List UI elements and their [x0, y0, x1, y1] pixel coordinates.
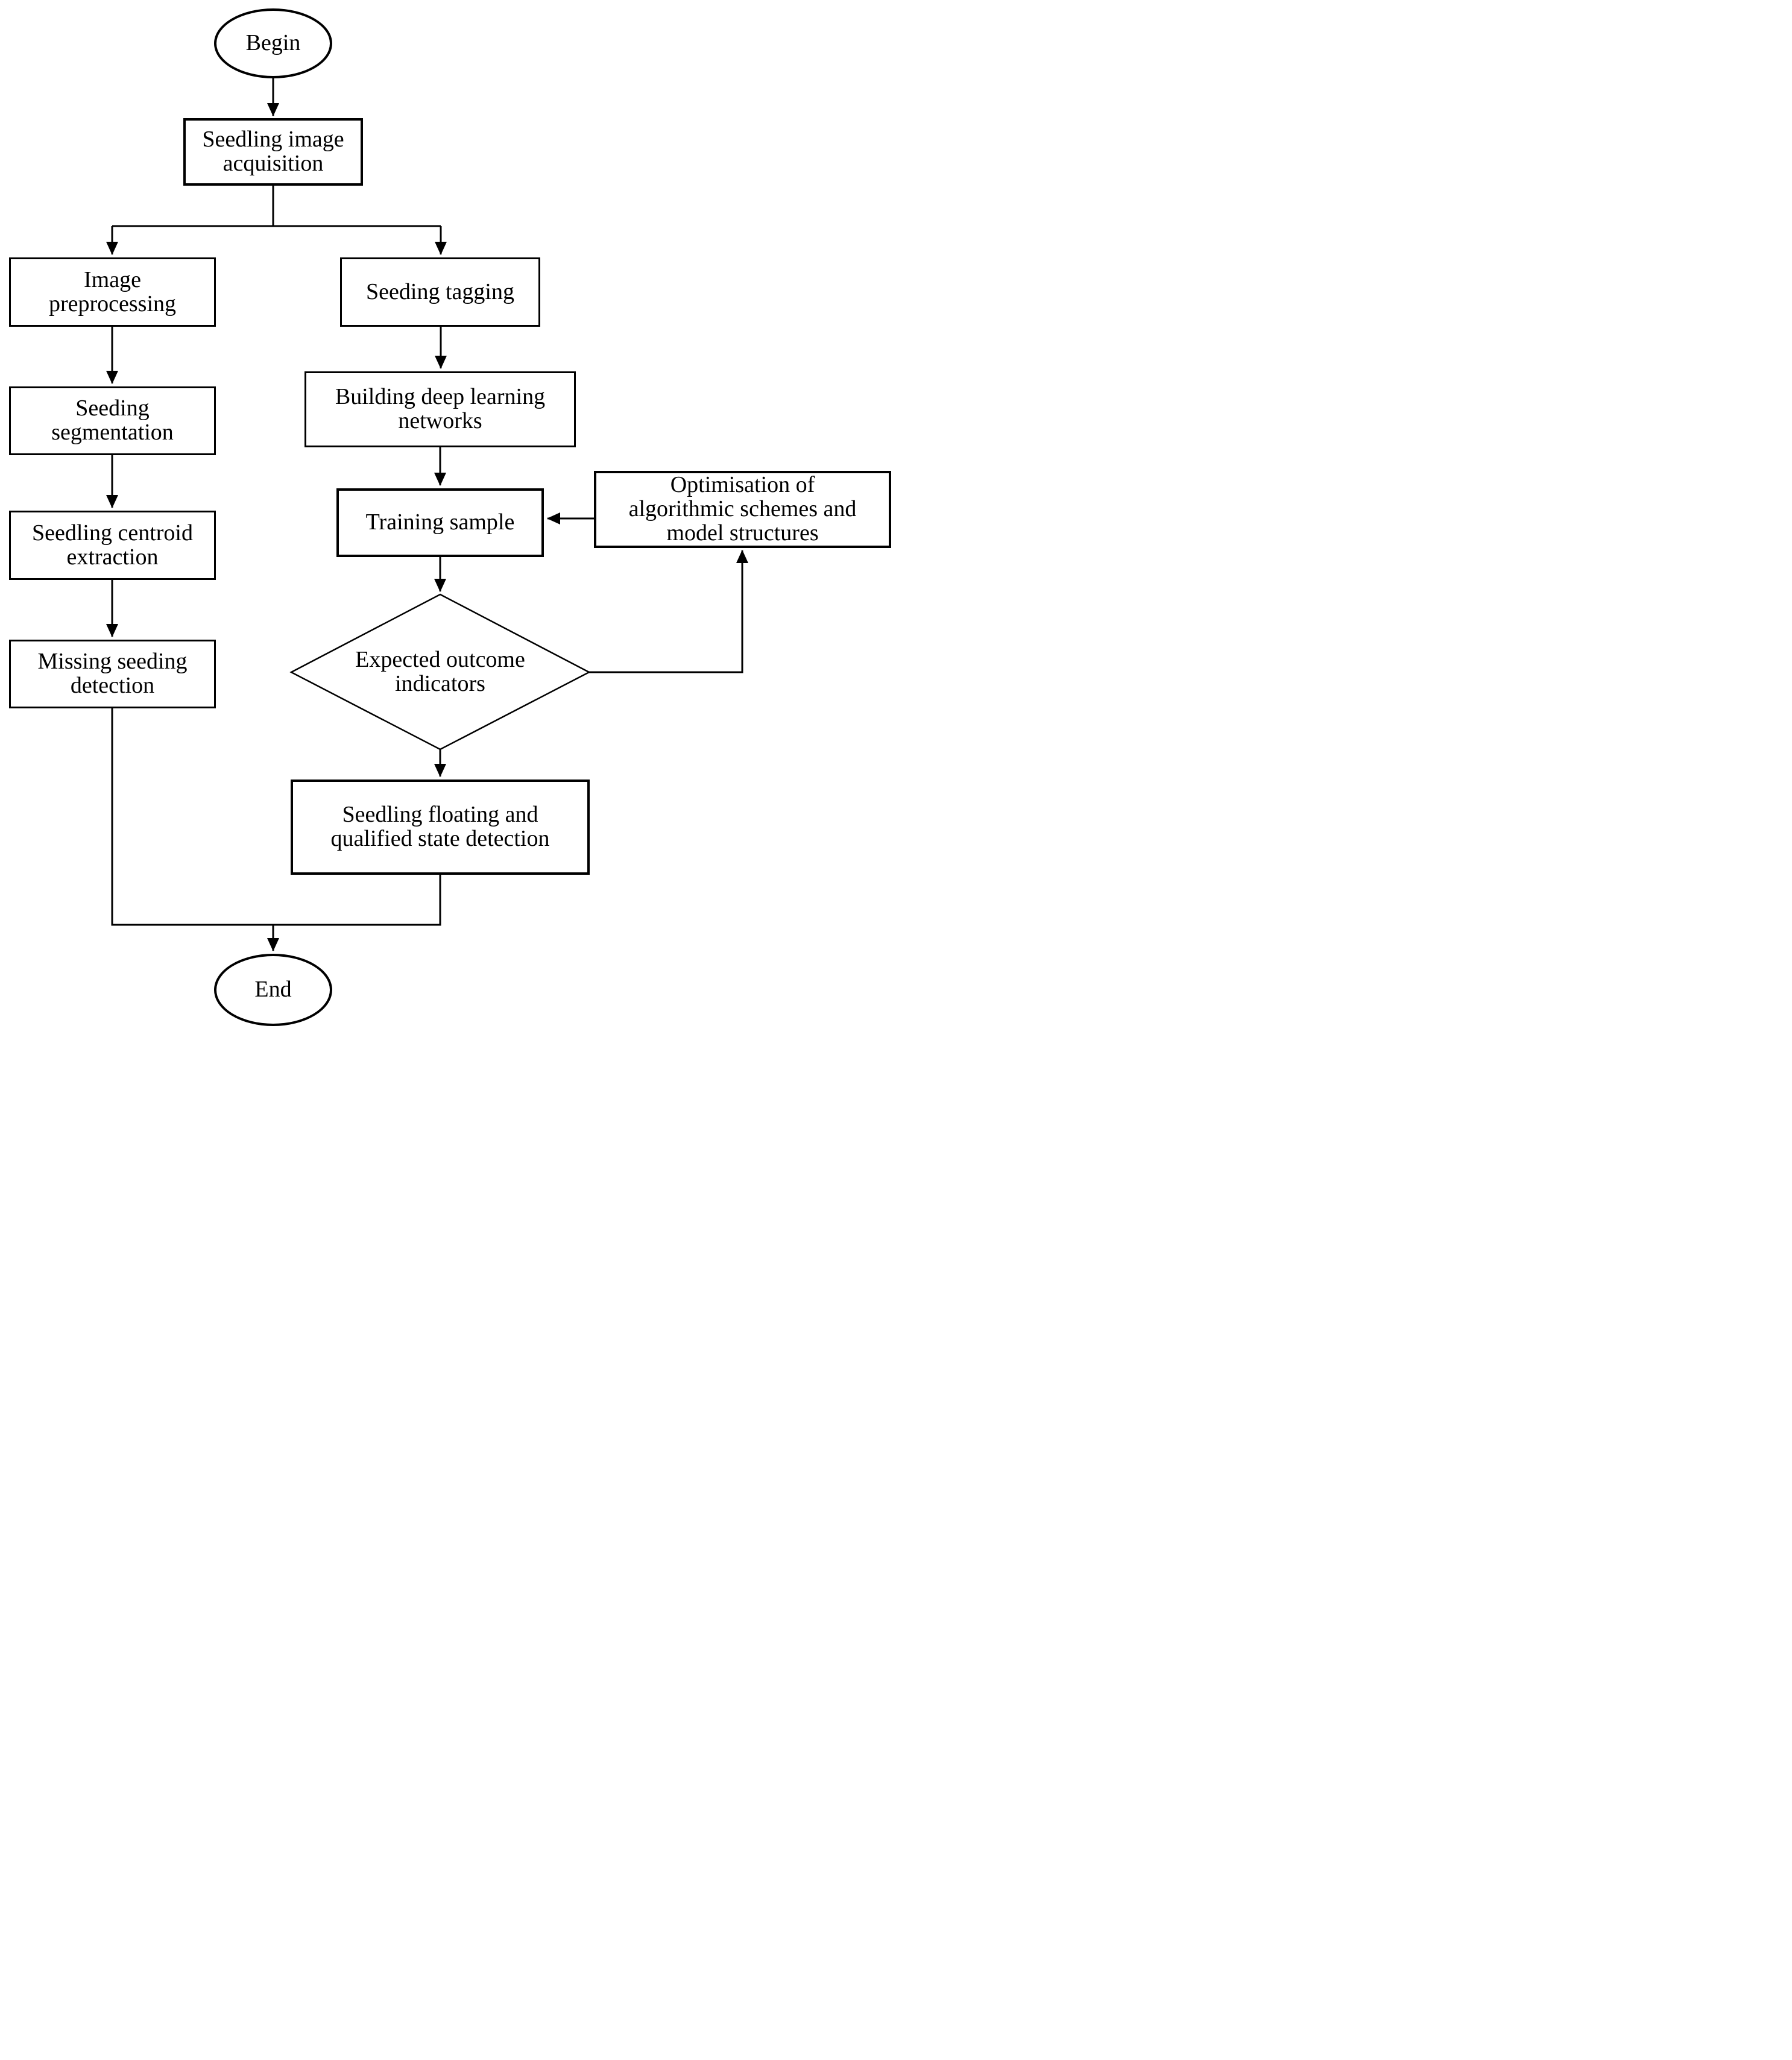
connectors-svg [106, 78, 748, 951]
flowchart-canvas: Begin Seedling image acquisition Image p… [0, 0, 896, 1030]
node-building-deep-learning-networks: Building deep learning networks [304, 371, 576, 447]
node-end: End [214, 954, 332, 1026]
node-seeding-segmentation: Seeding segmentation [9, 386, 216, 455]
edge-floating-join [273, 875, 441, 926]
edge-missing-join [111, 708, 273, 926]
node-expected-outcome-indicators: Expected outcome indicators [355, 647, 525, 696]
node-seedling-floating-qualified-state-detection: Seedling floating and qualified state de… [291, 780, 590, 875]
node-image-preprocessing: Image preprocessing [9, 257, 216, 327]
node-optimisation-of-schemes-and-structures: Optimisation of algorithmic schemes and … [594, 471, 891, 548]
node-missing-seeding-detection: Missing seeding detection [9, 640, 216, 708]
node-training-sample: Training sample [336, 488, 544, 557]
edge-decision-optimisation [589, 550, 748, 673]
node-seeding-tagging: Seeding tagging [340, 257, 540, 327]
node-seedling-centroid-extraction: Seedling centroid extraction [9, 511, 216, 580]
node-seedling-image-acquisition: Seedling image acquisition [183, 118, 363, 186]
node-begin: Begin [214, 8, 332, 78]
